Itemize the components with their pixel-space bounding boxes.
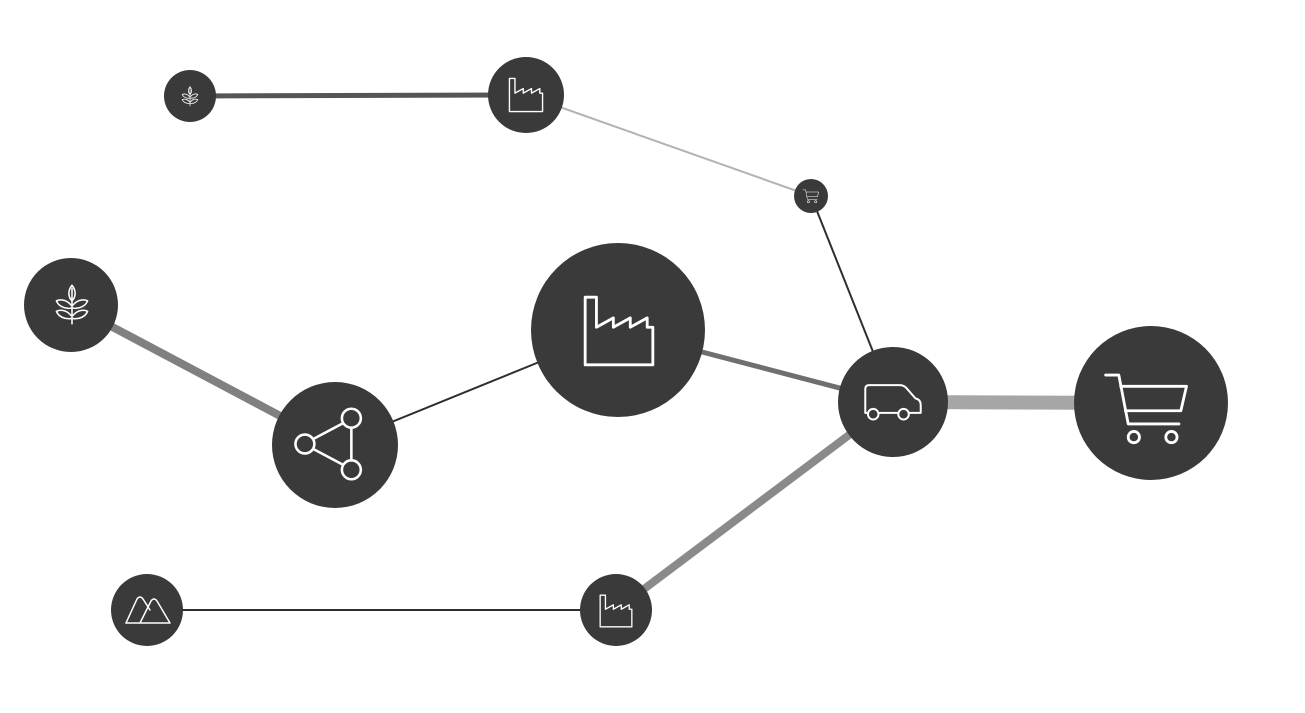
nodes	[24, 57, 1228, 646]
node-warehouse-small[interactable]	[794, 179, 828, 213]
node-distributor[interactable]	[272, 382, 398, 508]
edge-factory-top-to-warehouse-small	[525, 94, 812, 197]
node-factory-bottom[interactable]	[580, 574, 652, 646]
edge-factory-bottom-to-van	[613, 398, 896, 614]
node-farm-left[interactable]	[24, 258, 118, 352]
edge-farm-small-to-factory-top	[189, 92, 527, 99]
node-van[interactable]	[838, 347, 948, 457]
node-factory-top[interactable]	[488, 57, 564, 133]
node-factory-main[interactable]	[531, 243, 705, 417]
node-retail[interactable]	[1074, 326, 1228, 480]
node-farm-small[interactable]	[164, 70, 216, 122]
node-mine[interactable]	[111, 574, 183, 646]
